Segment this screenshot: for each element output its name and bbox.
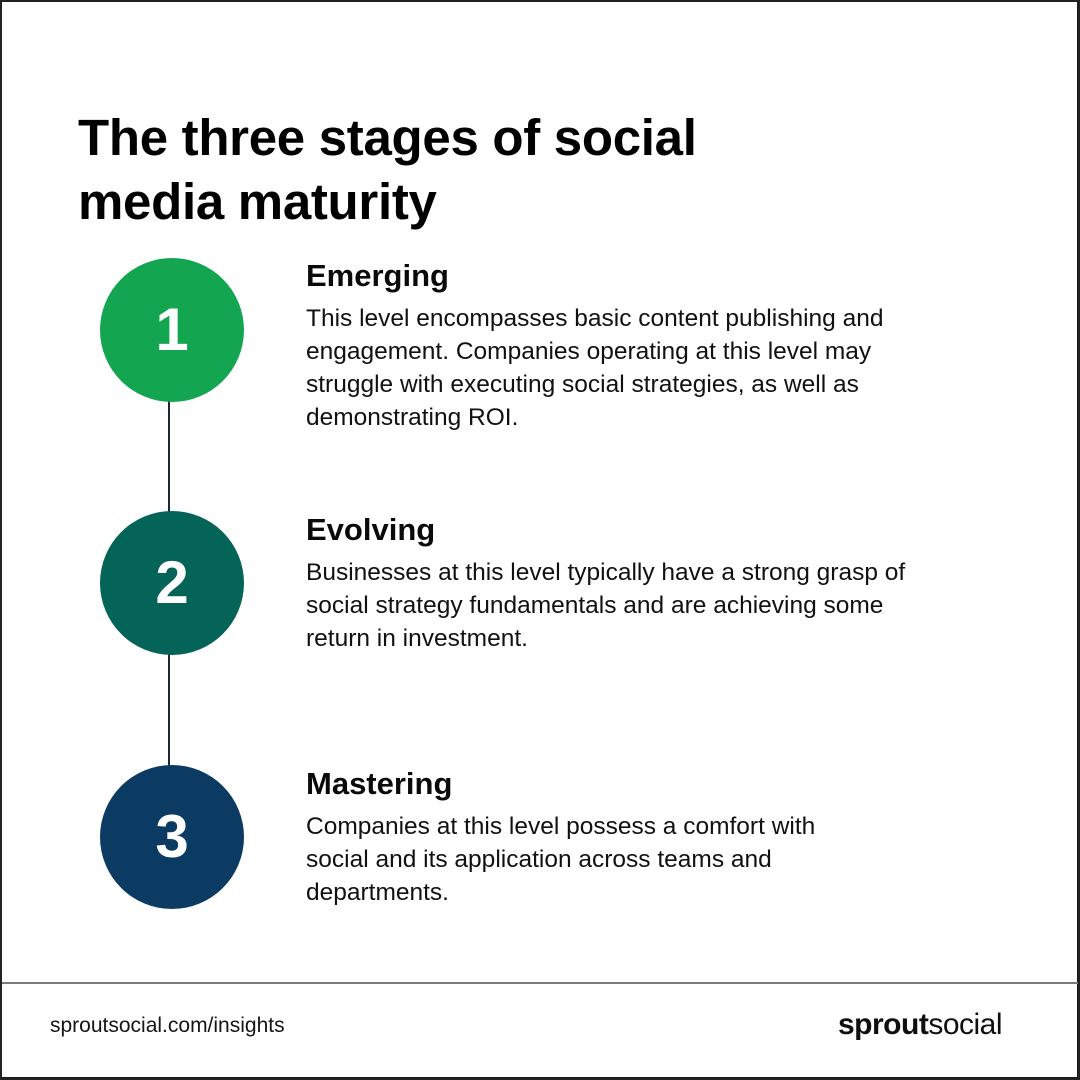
timeline-connector-1-2 (168, 400, 170, 514)
footer-divider (0, 982, 1080, 984)
stage-3-content: Mastering Companies at this level posses… (306, 764, 966, 909)
page-title: The three stages of social media maturit… (78, 109, 697, 231)
stage-1-description: This level encompasses basic content pub… (306, 305, 884, 431)
footer-url-link[interactable]: sproutsocial.com/insights (50, 1014, 285, 1037)
stage-2-title: Evolving (306, 512, 436, 547)
stage-2-number: 2 (155, 549, 189, 616)
stage-1-content: Emerging This level encompasses basic co… (306, 256, 966, 434)
stage-2-description: Businesses at this level typically have … (306, 559, 906, 652)
sproutsocial-logo: sproutsocial (838, 1008, 1003, 1042)
stage-1-title: Emerging (306, 258, 449, 293)
stage-3-description: Companies at this level possess a comfor… (306, 813, 816, 906)
stage-1-number: 1 (155, 296, 189, 363)
stage-2-number-badge: 2 (100, 511, 244, 655)
stage-3-title: Mastering (306, 766, 453, 801)
stage-3-number-badge: 3 (100, 765, 244, 909)
stage-2-content: Evolving Businesses at this level typica… (306, 510, 966, 655)
timeline-connector-2-3 (168, 654, 170, 768)
stage-3-number: 3 (155, 803, 189, 870)
logo-text-light: social (928, 1008, 1003, 1041)
logo-text-bold: sprout (838, 1008, 929, 1041)
stage-1-number-badge: 1 (100, 258, 244, 402)
